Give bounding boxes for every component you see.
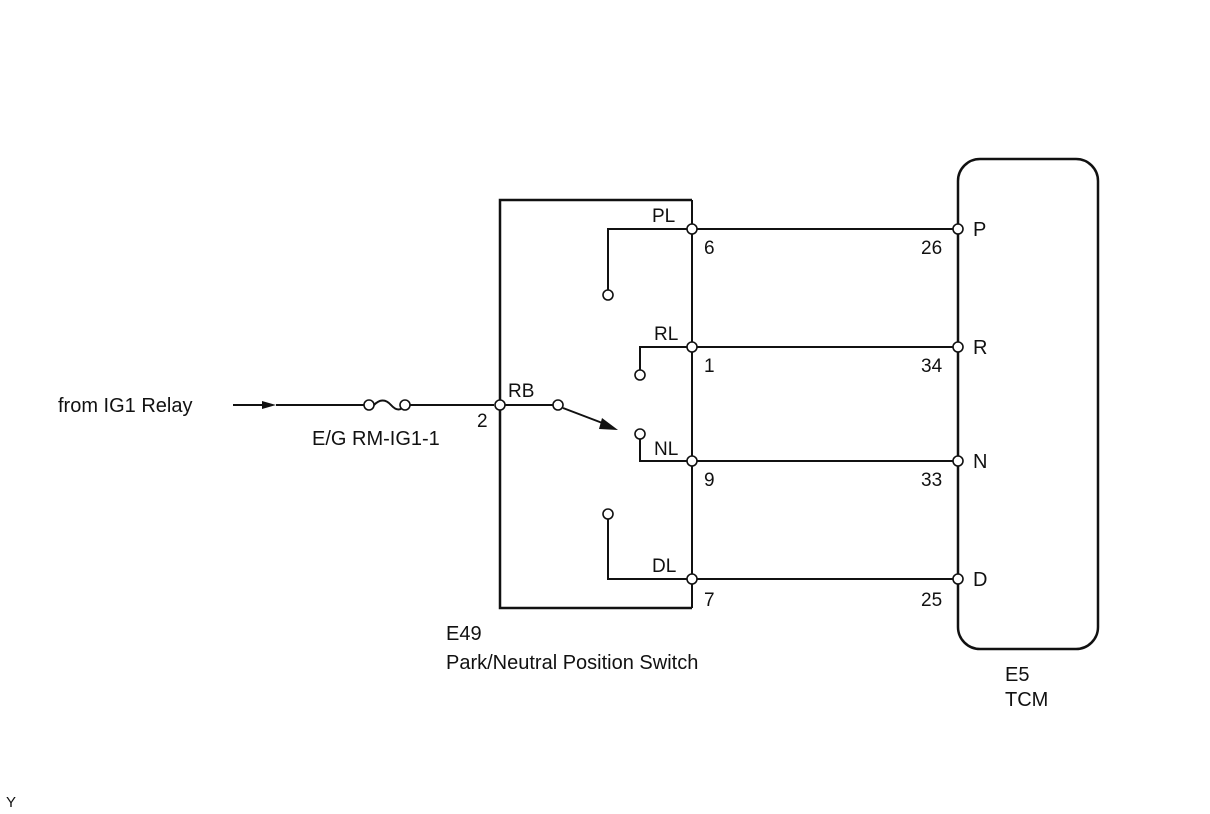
tcm-n-terminal	[952, 455, 964, 467]
footer-mark: Y	[6, 794, 16, 811]
source-label: from IG1 Relay	[58, 395, 192, 417]
dl-label: DL	[652, 556, 676, 577]
switch-common-label: RB	[508, 381, 534, 402]
tcm-p-pin: 26	[921, 238, 942, 259]
tcm-housing	[956, 157, 1100, 651]
dl-output-terminal	[686, 573, 698, 585]
tcm-d-label: D	[973, 569, 987, 591]
switch-pivot-terminal	[552, 399, 564, 411]
switch-input-terminal	[494, 399, 506, 411]
nl-label: NL	[654, 439, 678, 460]
nl-pin: 9	[704, 470, 715, 491]
tcm-n-pin: 33	[921, 470, 942, 491]
nl-contact-wire	[639, 439, 687, 462]
fuse-symbol	[363, 399, 411, 411]
tcm-r-terminal	[952, 341, 964, 353]
tcm-p-label: P	[973, 219, 986, 241]
tcm-name: TCM	[1005, 689, 1048, 711]
switch-arm	[562, 407, 606, 425]
tcm-d-pin: 25	[921, 590, 942, 611]
pl-label: PL	[652, 206, 675, 227]
switch-id: E49	[446, 623, 482, 645]
switch-name: Park/Neutral Position Switch	[446, 652, 698, 674]
pl-output-terminal	[686, 223, 698, 235]
pl-contact-wire	[607, 228, 687, 290]
switch-arm-arrowhead	[599, 418, 618, 430]
dl-contact-wire	[607, 519, 687, 580]
tcm-r-label: R	[973, 337, 987, 359]
pl-contact-terminal	[602, 289, 614, 301]
rl-contact-terminal	[634, 369, 646, 381]
source-arrow-head	[262, 401, 276, 409]
rl-contact-wire	[639, 346, 687, 370]
switch-input-pin: 2	[477, 411, 488, 432]
nl-output-terminal	[686, 455, 698, 467]
tcm-p-terminal	[952, 223, 964, 235]
rl-output-terminal	[686, 341, 698, 353]
tcm-r-pin: 34	[921, 356, 943, 377]
pl-pin: 6	[704, 238, 715, 259]
tcm-d-terminal	[952, 573, 964, 585]
dl-pin: 7	[704, 590, 715, 611]
tcm-n-label: N	[973, 451, 987, 473]
rl-pin: 1	[704, 356, 715, 377]
rl-label: RL	[654, 324, 678, 345]
dl-contact-terminal	[602, 508, 614, 520]
nl-contact-terminal	[634, 428, 646, 440]
fuse-label: E/G RM-IG1-1	[312, 428, 440, 450]
tcm-id: E5	[1005, 664, 1029, 686]
